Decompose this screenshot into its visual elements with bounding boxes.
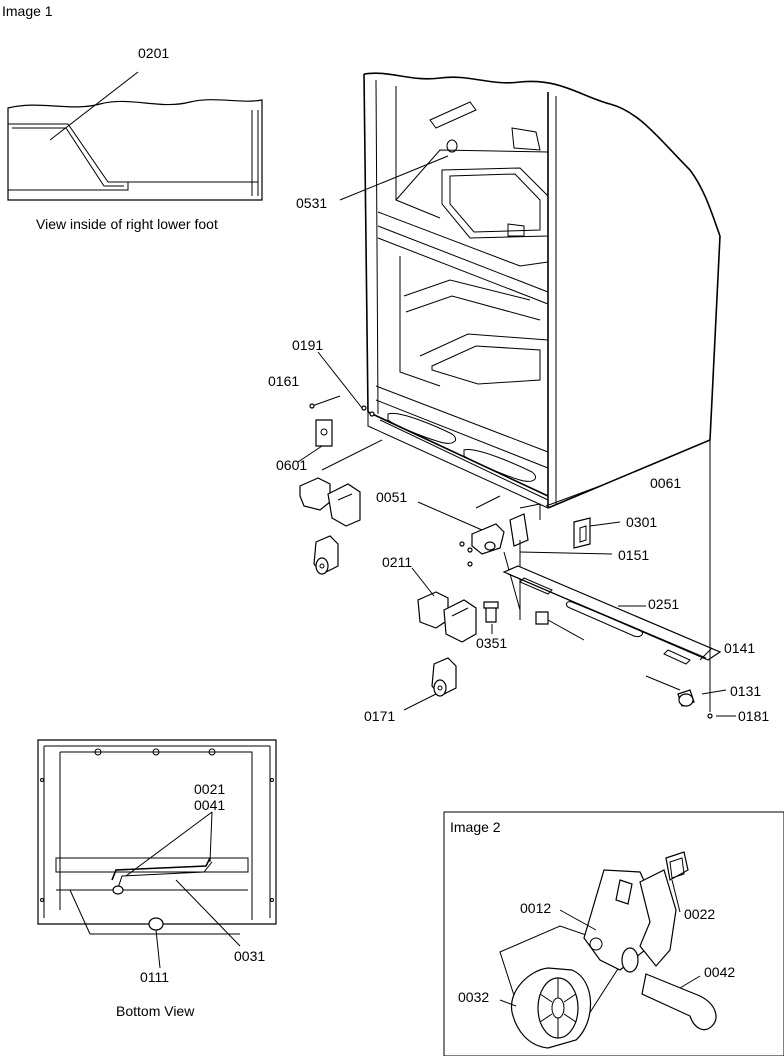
leader-0191 xyxy=(317,351,363,409)
cabinet-assembly xyxy=(363,72,721,509)
label-0131: 0131 xyxy=(730,683,761,699)
inset-right-lower-foot xyxy=(7,71,263,201)
bottom-rail xyxy=(502,440,722,719)
front-roller-assembly xyxy=(417,591,477,697)
label-0032: 0032 xyxy=(458,989,489,1005)
label-0041: 0041 xyxy=(194,797,225,813)
label-0161: 0161 xyxy=(268,373,299,389)
leader-0111 xyxy=(155,929,161,969)
left-roller-assembly xyxy=(299,395,383,575)
leader-0601 xyxy=(297,445,323,463)
bottom-view-caption: Bottom View xyxy=(116,1003,195,1019)
leader-0211 xyxy=(411,567,435,597)
label-0021: 0021 xyxy=(194,781,225,797)
label-0042: 0042 xyxy=(704,964,735,980)
leader-0042 xyxy=(679,975,701,989)
label-0051: 0051 xyxy=(376,489,407,505)
inset-caption: View inside of right lower foot xyxy=(36,216,218,232)
label-0111: 0111 xyxy=(140,969,169,985)
leader-0022 xyxy=(671,879,681,913)
leader-0021 xyxy=(125,811,213,877)
leader-0051 xyxy=(417,501,483,531)
label-0601: 0601 xyxy=(276,457,307,473)
label-0141: 0141 xyxy=(724,640,755,656)
leader-0131 xyxy=(701,689,727,695)
image2-box xyxy=(443,811,784,1056)
label-0211: 0211 xyxy=(382,554,412,570)
image2-title: Image 2 xyxy=(450,819,501,835)
label-0201: 0201 xyxy=(138,45,169,61)
label-0531: 0531 xyxy=(296,195,327,211)
leader-0041 xyxy=(209,811,213,863)
leader-0012 xyxy=(559,909,597,931)
label-0301: 0301 xyxy=(626,514,657,530)
leader-0061 xyxy=(545,485,601,507)
leader-0171 xyxy=(403,693,437,711)
bottom-view xyxy=(37,739,277,935)
leader-0031 xyxy=(175,879,241,947)
image1-title: Image 1 xyxy=(2,3,53,19)
leader-0531 xyxy=(339,155,449,201)
label-0022: 0022 xyxy=(684,906,715,922)
leader-0151 xyxy=(519,551,613,555)
leader-0032 xyxy=(499,999,517,1007)
label-0181: 0181 xyxy=(738,708,769,724)
image2-roller-detail xyxy=(499,851,717,1049)
label-0151: 0151 xyxy=(618,547,649,563)
label-0251: 0251 xyxy=(648,596,679,612)
leader-0141 xyxy=(699,647,713,661)
label-0061: 0061 xyxy=(650,475,681,491)
right-hinge-assembly xyxy=(459,495,591,623)
label-0171: 0171 xyxy=(364,708,395,724)
label-0031: 0031 xyxy=(234,948,265,964)
label-0351: 0351 xyxy=(476,635,507,651)
leader-0301 xyxy=(589,521,621,527)
label-0191: 0191 xyxy=(292,337,323,353)
label-0012: 0012 xyxy=(520,900,551,916)
